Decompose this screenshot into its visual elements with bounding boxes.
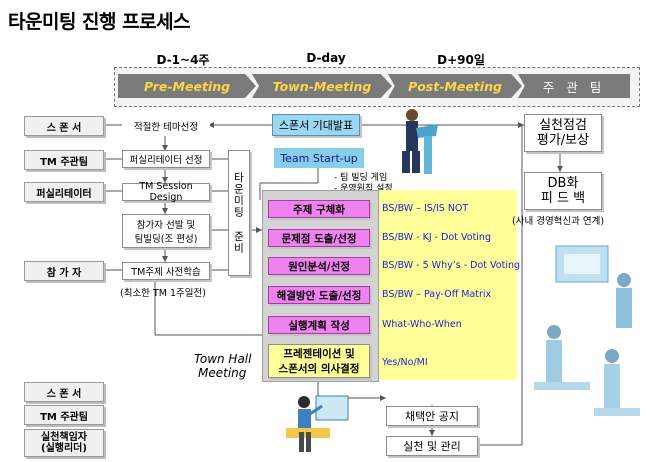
- session-design: TM Session Design: [122, 181, 210, 203]
- participant-selection: 참가자 선발 및 팀빌딩(조 편성): [122, 214, 210, 248]
- theme-selection: 적절한 테마선정: [122, 116, 210, 136]
- role-sponsor-2: 스 폰 서: [24, 382, 104, 402]
- role-owner-line2: (실행리더): [41, 443, 87, 454]
- notice-box: 채택안 공지: [386, 406, 478, 426]
- sponsor-speech: 스폰서 기대발표: [272, 114, 360, 136]
- pre-study-note: (최소한 TM 1주일전): [120, 288, 206, 299]
- participant-selection-line2: 팀빌딩(조 편성): [134, 234, 198, 245]
- step-presentation-line2: 스폰서의 의사결정: [278, 363, 360, 375]
- presenter-illustration: [286, 395, 349, 452]
- phase-label-pre: D-1~4주: [156, 53, 210, 67]
- facilitator-selection: 퍼실리테이터 선정: [122, 150, 210, 168]
- role-owner: 실천책임자 (실행리더): [24, 429, 104, 457]
- office-workers-illustration: [534, 245, 640, 416]
- technique-topic: BS/BW – IS/IS NOT: [382, 203, 469, 214]
- step-cause: 원인분석/선정: [268, 257, 370, 275]
- town-hall-caption-line1: Town Hall: [194, 352, 252, 366]
- speaker-podium-illustration: [402, 109, 438, 174]
- phase-arrow-town: Town-Meeting: [252, 74, 392, 98]
- role-tm-team: TM 주관팀: [24, 150, 104, 170]
- db-feedback-box: DB화 피 드 백: [524, 172, 602, 210]
- technique-problem: BS/BW - KJ - Dot Voting: [382, 232, 491, 243]
- execution-box: 실천 및 관리: [386, 436, 478, 456]
- phase-label-dday: D-day: [306, 51, 346, 65]
- role-owner-line1: 실천책임자: [41, 432, 87, 443]
- evaluation-box: 실천점검 평가/보상: [524, 114, 602, 152]
- role-sponsor: 스 폰 서: [24, 116, 104, 136]
- page-title: 타운미팅 진행 프로세스: [8, 11, 191, 33]
- phase-label-post: D+90일: [437, 53, 485, 67]
- town-hall-caption: Town Hall Meeting: [194, 352, 251, 380]
- phase-arrow-pre: Pre-Meeting: [118, 74, 256, 98]
- technique-action-plan: What-Who-When: [382, 319, 462, 330]
- phase-arrow-post: Post-Meeting: [388, 74, 522, 98]
- pre-study: TM주제 사전학습: [122, 262, 210, 280]
- phase-arrow-team: 주 관 팀: [518, 74, 630, 98]
- role-facilitator: 퍼실리테이터: [24, 182, 104, 202]
- meeting-prep-vertical: 타운미팅 준비: [228, 150, 250, 276]
- technique-solution: BS/BW – Pay-Off Matrix: [382, 289, 492, 300]
- step-problem: 문제점 도출/선정: [268, 229, 370, 247]
- db-feedback-note: (사내 경영혁신과 연계): [512, 216, 605, 227]
- db-feedback-line2: 피 드 백: [540, 191, 586, 206]
- role-tm-team-2: TM 주관팀: [24, 405, 104, 425]
- startup-bullet-1: - 팀 빌딩 게임: [334, 173, 388, 183]
- step-action-plan: 실행계획 작성: [268, 316, 370, 334]
- step-solution: 해결방안 도출/선정: [268, 286, 370, 304]
- role-participant: 참 가 자: [24, 261, 104, 281]
- step-topic: 주제 구체화: [268, 200, 370, 218]
- town-hall-caption-line2: Meeting: [198, 366, 247, 380]
- evaluation-line1: 실천점검: [539, 118, 587, 133]
- step-presentation: 프레젠테이션 및 스폰서의 의사결정: [268, 344, 370, 378]
- step-presentation-line1: 프레젠테이션 및: [283, 348, 355, 360]
- team-startup: Team Start-up: [274, 148, 364, 168]
- db-feedback-line1: DB화: [547, 176, 579, 191]
- participant-selection-line1: 참가자 선발 및: [136, 220, 196, 231]
- evaluation-line2: 평가/보상: [536, 133, 590, 148]
- technique-cause: BS/BW - 5 Why’s - Dot Voting: [382, 260, 521, 271]
- technique-decision: Yes/No/MI: [382, 357, 428, 368]
- startup-bullet-2: - 운영원칙 설정: [334, 184, 393, 194]
